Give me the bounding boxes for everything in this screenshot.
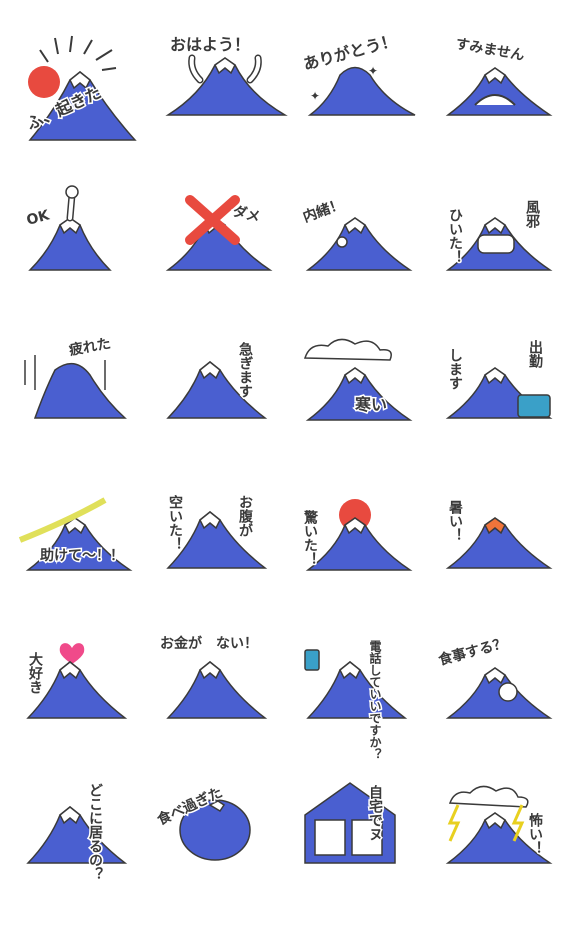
lava-icon: [484, 517, 506, 535]
sticker-go-to-work[interactable]: 出勤 します: [440, 330, 562, 480]
sticker-label: すみません: [454, 36, 525, 64]
sticker-label: 助けて〜！！: [40, 547, 124, 564]
sticker-love[interactable]: 大好き: [20, 630, 160, 780]
sticker-wake-up[interactable]: ふ、起きた: [20, 30, 160, 180]
ok-hand-icon: [65, 185, 79, 199]
sticker-scared[interactable]: 怖い！: [440, 775, 562, 925]
sticker-label: お腹が: [237, 495, 253, 537]
sticker-label: 電話していいですか？: [368, 640, 382, 760]
sticker-label: 風邪: [524, 200, 541, 229]
phone-icon: [304, 649, 320, 671]
sticker-label: 暑い！: [447, 500, 463, 542]
sticker-label: ひいた！: [447, 208, 463, 264]
sticker-home[interactable]: 自宅でヌ: [300, 775, 440, 925]
sticker-thank-you[interactable]: ✦ ✦ ありがとう！: [300, 29, 440, 180]
sticker-label: 自宅でヌ: [367, 784, 383, 841]
sticker-label: ダメ: [231, 202, 262, 226]
sticker-label: 内緒！: [301, 195, 346, 225]
sticker-label: OK: [25, 207, 52, 229]
sun-icon: [28, 66, 60, 98]
lightning-icon: [511, 804, 525, 842]
sticker-label: 出勤: [527, 339, 543, 369]
sticker-label: 怖い！: [527, 812, 543, 855]
sticker-hungry[interactable]: 空いた！ お腹が: [160, 480, 300, 630]
sticker-no-good[interactable]: ダメ: [160, 180, 300, 330]
heart-icon: [59, 643, 85, 664]
sticker-label: 空いた！: [167, 494, 183, 551]
sticker-label: 驚いた！: [302, 509, 319, 566]
sticker-good-morning[interactable]: おはよう！: [160, 30, 300, 180]
rice-ball-icon: [498, 682, 518, 702]
cloud-icon: [448, 785, 529, 808]
sticker-cold[interactable]: 風邪 ひいた！: [440, 180, 562, 330]
sticker-hurry[interactable]: 急ぎます: [160, 330, 300, 480]
sticker-label: 寒い: [354, 395, 387, 414]
sticker-no-money[interactable]: お金が ない！: [159, 630, 300, 780]
sticker-where[interactable]: どこに居るの？: [20, 775, 160, 925]
sticker-tired[interactable]: 疲れた: [20, 330, 160, 480]
sticker-label: おはよう！: [170, 35, 250, 54]
sticker-label: どこに居るの？: [87, 783, 103, 881]
sticker-ok[interactable]: OK: [20, 180, 160, 330]
bag-icon: [517, 394, 551, 418]
sparkle-icon: ✦: [368, 64, 378, 78]
sticker-help[interactable]: 助けて〜！！: [18, 480, 160, 630]
sticker-label: お金が ない！: [160, 635, 258, 652]
sticker-label: ありがとう！: [301, 31, 399, 74]
sticker-label: 大好き: [27, 651, 44, 694]
cross-mark-icon: [185, 195, 240, 245]
sticker-label: 食事する？: [437, 634, 509, 669]
cloud-icon: [303, 338, 392, 361]
sword-icon: [18, 497, 107, 543]
shush-hand-icon: [336, 236, 348, 248]
sticker-grid: ふ、起きた おはよう！ ✦ ✦ ありがとう！ すみません: [18, 29, 562, 883]
sparkle-icon: ✦: [310, 89, 320, 103]
sticker-surprised[interactable]: 驚いた！: [300, 480, 440, 630]
mask-icon: [477, 234, 515, 254]
sticker-freezing[interactable]: 寒い: [300, 330, 440, 480]
sticker-call-ok[interactable]: 電話していいですか？: [300, 630, 440, 780]
sticker-eat[interactable]: 食事する？: [435, 630, 562, 780]
sticker-ate-too-much[interactable]: 食べ過ぎた: [153, 775, 300, 925]
sticker-sorry[interactable]: すみません: [440, 30, 562, 180]
sticker-label: 急ぎます: [237, 341, 253, 398]
sticker-label: します: [447, 348, 463, 390]
sticker-hot[interactable]: 暑い！: [440, 480, 562, 630]
lightning-icon: [447, 804, 461, 842]
sticker-label: 疲れた: [68, 335, 112, 359]
sticker-secret[interactable]: 内緒！: [299, 180, 440, 330]
